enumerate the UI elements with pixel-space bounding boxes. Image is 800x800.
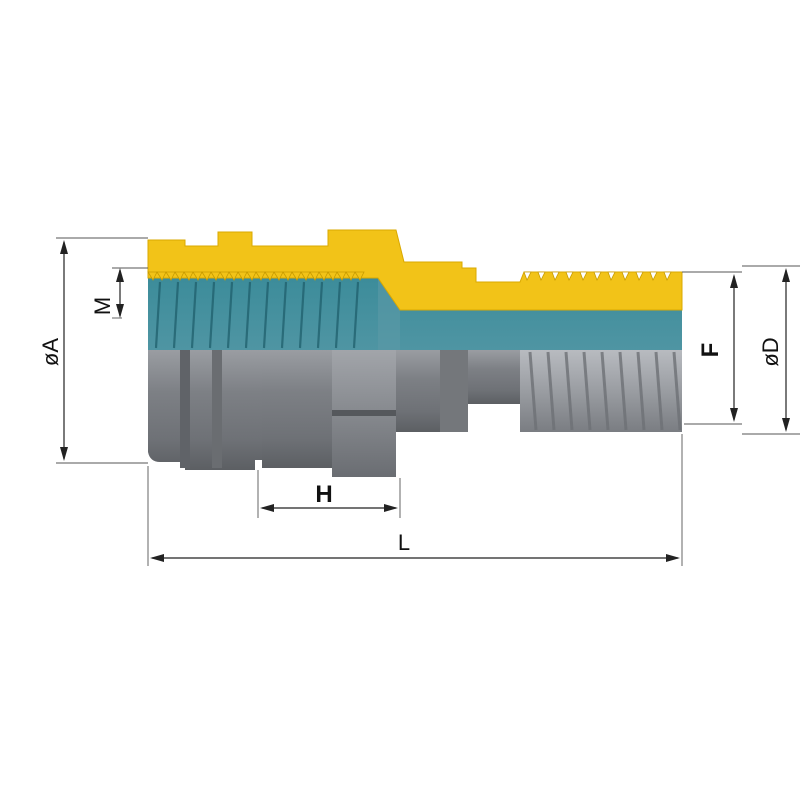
female-thread-lines bbox=[154, 281, 360, 349]
dimension-hex-h: H bbox=[257, 470, 401, 518]
dimension-diameter-a: øA bbox=[38, 237, 148, 464]
label-diameter-d: øD bbox=[758, 337, 783, 366]
yellow-thread-teeth bbox=[147, 271, 365, 281]
body-section-yellow bbox=[147, 229, 683, 311]
bore-taper-highlight bbox=[378, 278, 400, 350]
label-diameter-a: øA bbox=[38, 338, 63, 366]
label-hex-h: H bbox=[315, 481, 332, 508]
dimension-thread-m: M bbox=[90, 267, 148, 319]
dimension-length-l: L bbox=[147, 434, 683, 566]
label-thread-f: F bbox=[697, 343, 724, 358]
label-thread-m: M bbox=[90, 297, 115, 315]
male-thread-flanks bbox=[528, 351, 682, 431]
dimension-thread-f: F bbox=[682, 271, 742, 425]
yellow-male-thread-teeth bbox=[523, 271, 672, 281]
label-length-l: L bbox=[398, 530, 410, 555]
bore-section-teal bbox=[148, 278, 682, 350]
fitting-body-lower bbox=[148, 350, 682, 477]
dimension-diameter-d: øD bbox=[742, 265, 800, 435]
